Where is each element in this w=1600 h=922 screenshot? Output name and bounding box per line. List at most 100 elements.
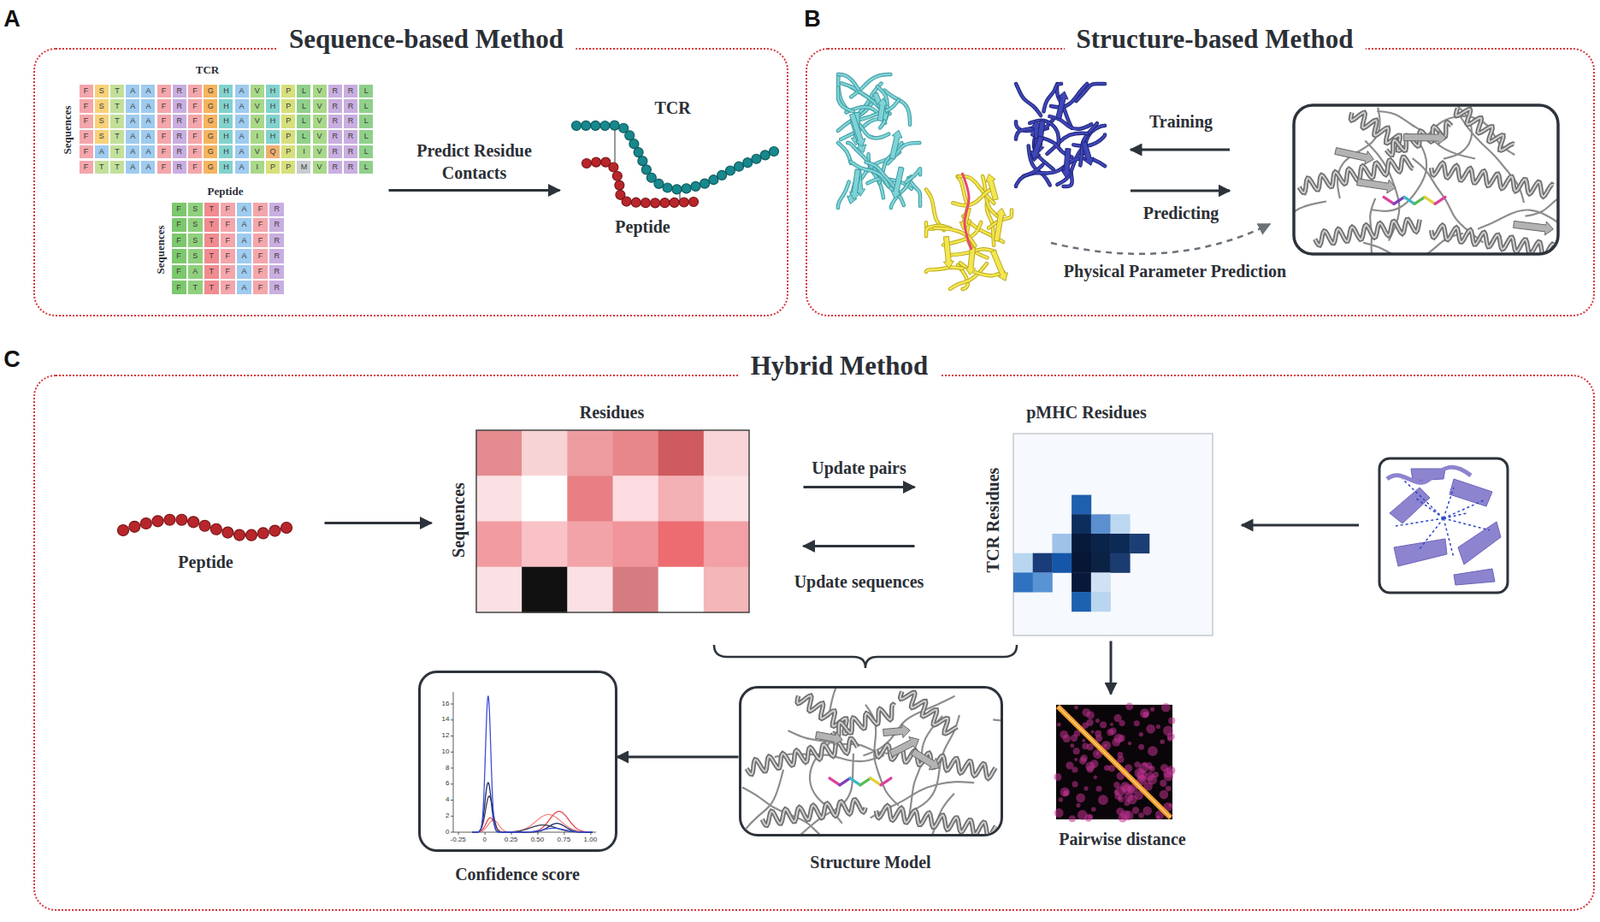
art-circle: [1164, 785, 1171, 792]
art-circle: [1159, 779, 1167, 786]
art-path: [905, 168, 921, 183]
art-path: [965, 247, 976, 276]
art-path: [1525, 139, 1559, 216]
art-circle: [1123, 799, 1130, 806]
residue-letter: A: [140, 113, 156, 130]
art-path: [1073, 135, 1105, 147]
residue-letter: F: [187, 144, 203, 160]
figure-caption: Structure Model: [809, 850, 931, 874]
contact-heatmap: pMHC ResiduesTCR Residues: [915, 395, 1223, 642]
residue-letter: T: [109, 144, 125, 160]
residue-letter: T: [203, 279, 220, 296]
residue-letter: F: [156, 83, 172, 100]
residue-letter: A: [236, 232, 253, 248]
art-circle: [1116, 751, 1123, 758]
art-path: [1315, 219, 1421, 246]
art-circle: [1098, 794, 1109, 805]
art-circle: [1142, 805, 1152, 815]
art-rect: [1071, 513, 1092, 534]
residue-letter: T: [203, 264, 220, 280]
art-path: [1298, 157, 1414, 194]
chain-label: Peptide: [614, 215, 670, 238]
art-circle: [621, 196, 632, 207]
art-circle: [681, 183, 691, 193]
residue-letter: F: [252, 247, 269, 264]
residue-letter: T: [109, 159, 125, 176]
residue-letter: A: [187, 264, 204, 280]
residue-letter: S: [94, 98, 110, 114]
art-g: [741, 688, 1001, 834]
axis-tick: 6: [445, 779, 449, 787]
art-path: [952, 187, 993, 206]
residue-letter: A: [140, 83, 156, 100]
art-path: [1357, 178, 1396, 194]
art-path: [1315, 219, 1421, 246]
art-circle: [669, 197, 679, 207]
axis-label: Sequences: [153, 224, 168, 274]
art-path: [1030, 135, 1044, 160]
art-rect: [657, 520, 704, 567]
residue-letter: R: [171, 98, 188, 114]
art-path: [838, 88, 854, 113]
residue-letter: F: [78, 129, 95, 145]
art-line: [450, 831, 454, 833]
art-line: [450, 702, 454, 704]
art-circle: [716, 170, 727, 180]
art-path: [1513, 220, 1554, 235]
residue-letter: F: [219, 279, 237, 296]
residue-letter: F: [187, 113, 203, 130]
art-circle: [1133, 720, 1140, 727]
axis-tick: 0: [445, 828, 449, 836]
residue-letter: R: [268, 279, 285, 296]
art-path: [472, 810, 593, 832]
art-path: [1386, 122, 1452, 155]
residue-letter: R: [171, 144, 188, 160]
art-circle: [1147, 745, 1158, 756]
residue-letter: R: [342, 129, 359, 145]
art-circle: [659, 197, 669, 207]
residue-letter: T: [203, 201, 220, 218]
art-circle: [233, 529, 245, 541]
art-path: [1075, 83, 1105, 101]
art-line: [484, 832, 485, 835]
art-line: [1241, 524, 1359, 527]
art-rect: [1071, 533, 1092, 554]
art-path: [952, 187, 993, 206]
art-circle: [1145, 761, 1152, 768]
residue-letter: A: [236, 201, 253, 218]
art-line: [510, 832, 512, 835]
residue-letter: A: [124, 144, 141, 160]
residue-letter: V: [249, 98, 266, 114]
art-rect: [1293, 105, 1559, 254]
art-path: [985, 174, 999, 201]
art-circle: [210, 523, 222, 535]
residue-letter: A: [140, 129, 156, 145]
axis-tick: 2: [445, 812, 449, 820]
art-path: [838, 74, 859, 89]
art-circle: [1151, 771, 1158, 778]
residue-letter: R: [327, 129, 343, 145]
flow-arrow: [803, 544, 916, 548]
art-rect: [1071, 591, 1092, 612]
art-path: [714, 644, 1017, 668]
art-circle: [637, 155, 647, 166]
art-line: [450, 750, 454, 752]
art-circle: [653, 178, 663, 189]
residue-letter: P: [265, 159, 281, 176]
residue-letter: P: [280, 98, 296, 114]
art-path: [1298, 157, 1414, 194]
arrow-label: Predicting: [1143, 201, 1220, 225]
art-line: [1130, 189, 1230, 193]
residue-letter: V: [249, 83, 266, 100]
art-circle: [198, 519, 210, 532]
art-path: [472, 782, 593, 833]
residue-letter: V: [312, 113, 328, 130]
art-circle: [612, 171, 622, 181]
residue-letter: L: [358, 113, 374, 130]
art-line: [1434, 196, 1446, 204]
residue-letter: F: [171, 217, 188, 233]
art-circle: [571, 120, 581, 130]
axis-tick: 16: [442, 700, 450, 708]
residue-letter: S: [94, 129, 110, 145]
art-path: [891, 166, 904, 199]
